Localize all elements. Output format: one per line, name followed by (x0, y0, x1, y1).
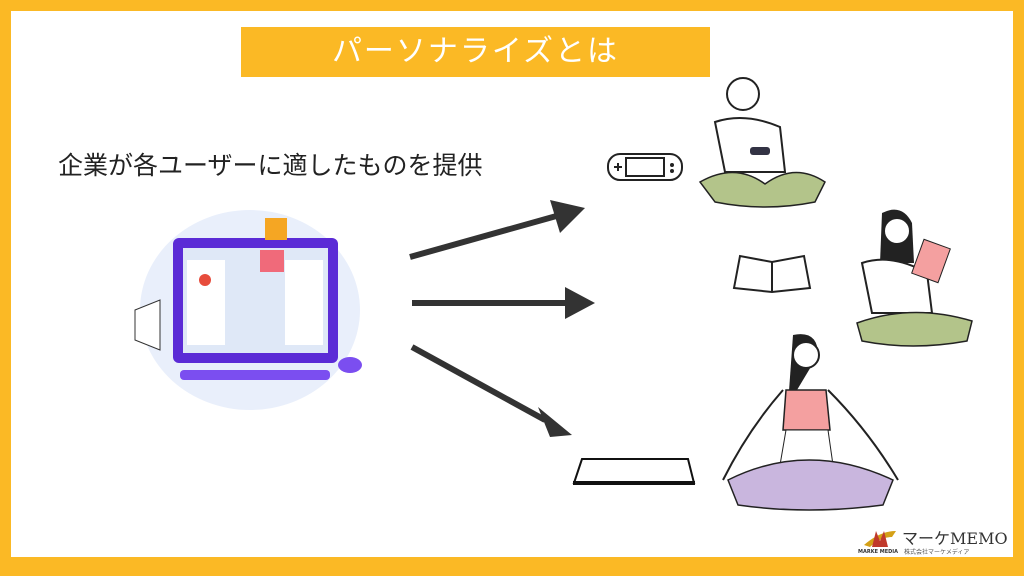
yoga-person-illustration (722, 334, 899, 511)
arrow-head-bottom (538, 407, 572, 437)
company-illustration (134, 210, 362, 410)
logo-mark-text: MARKE MEDIA (858, 549, 898, 555)
marke-memo-logo: MARKE MEDIA マーケMEMO 株式会社マーケメディア (858, 525, 1008, 557)
game-console-icon (607, 153, 683, 181)
gamer-person-illustration (698, 77, 826, 208)
book-icon (732, 254, 812, 294)
page-title: パーソナライズとは (241, 27, 710, 77)
arrow-head-middle (565, 287, 595, 319)
arrow-head-top (550, 200, 585, 233)
subtitle: 企業が各ユーザーに適したものを提供 (58, 151, 483, 180)
marke-media-logo-mark-icon (864, 531, 896, 547)
arrows (409, 200, 595, 437)
logo-sub-text: 株式会社マーケメディア (904, 549, 970, 556)
yoga-mat-icon (572, 458, 696, 485)
logo-main-text: マーケMEMO (902, 529, 1008, 548)
reader-person-illustration (856, 209, 973, 347)
